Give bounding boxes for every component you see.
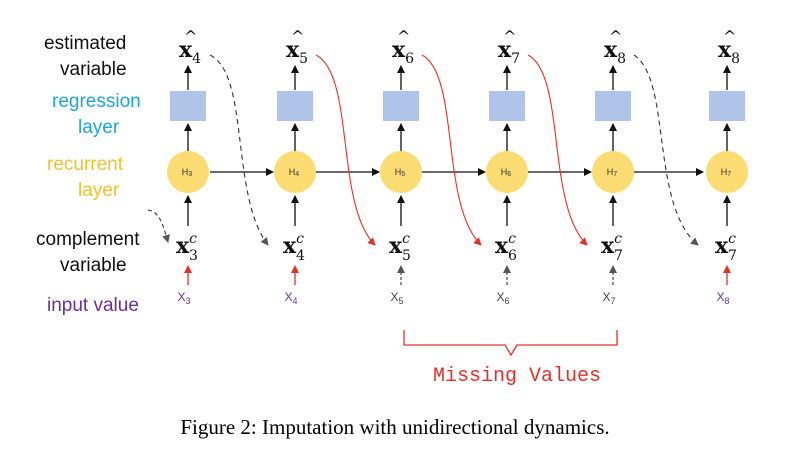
input-value: X8 (716, 290, 729, 306)
hat-accent: ^ (723, 27, 736, 46)
complement-variable-label-line1: complement (36, 229, 140, 250)
missing-values-bracket (403, 330, 618, 357)
hidden-state-label: H7 (721, 167, 732, 178)
missing-input-value: X6 (496, 290, 509, 306)
hat-accent: ^ (503, 27, 516, 46)
estimated-variable: x6 (392, 37, 414, 67)
hat-accent: ^ (184, 27, 197, 46)
hidden-state-node (167, 151, 209, 193)
input-value-label: input value (47, 295, 139, 316)
regression-box (277, 91, 313, 121)
estimated-variable: x7 (498, 37, 520, 67)
hidden-state-label: H7 (607, 167, 618, 178)
estimate-to-complement-arrow-1 (209, 54, 269, 246)
estimated-variable-label-line1: estimated (44, 33, 126, 54)
hidden-state-label: H5 (395, 167, 406, 178)
missing-input-value: X5 (390, 290, 403, 306)
recurrent-layer-label-line1: recurrent (47, 154, 124, 175)
hidden-state-label: H4 (289, 167, 300, 178)
hidden-state-node (706, 151, 748, 193)
hat-accent: ^ (609, 27, 622, 46)
hidden-state-node (274, 151, 316, 193)
hat-accent: ^ (291, 27, 304, 46)
missing-input-value: X7 (602, 290, 615, 306)
estimate-to-complement-arrow-3 (421, 54, 482, 246)
estimated-variable-label-line2: variable (60, 59, 127, 80)
input-value: X4 (284, 290, 297, 306)
recurrent-layer-label-line2: layer (78, 180, 120, 201)
estimated-variable: x8 (718, 37, 740, 67)
hidden-state-node (380, 151, 422, 193)
estimate-to-complement-arrow-2 (315, 54, 376, 246)
estimated-variable: x4 (179, 37, 201, 67)
hidden-state-node (486, 151, 528, 193)
missing-values-label: Missing Values (433, 365, 601, 388)
input-value: X3 (177, 290, 190, 306)
estimated-variable: x5 (286, 37, 308, 67)
estimated-variable: x8 (604, 37, 626, 67)
figure-caption: Figure 2: Imputation with unidirectional… (180, 415, 609, 439)
hidden-state-label: H3 (182, 167, 193, 178)
regression-box (595, 91, 631, 121)
hidden-state-node (592, 151, 634, 193)
estimate-to-complement-arrow-5 (633, 54, 699, 246)
regression-box (709, 91, 745, 121)
complement-variable-label-line2: variable (60, 255, 127, 276)
hat-accent: ^ (397, 27, 410, 46)
hidden-state-label: H6 (501, 167, 512, 178)
regression-layer-label-line2: layer (78, 117, 120, 138)
regression-box (489, 91, 525, 121)
regression-layer-label-line1: regression (52, 91, 141, 112)
regression-box (383, 91, 419, 121)
initial-complement-arrow (147, 209, 170, 243)
estimate-to-complement-arrow-4 (527, 54, 588, 246)
regression-box (170, 91, 206, 121)
